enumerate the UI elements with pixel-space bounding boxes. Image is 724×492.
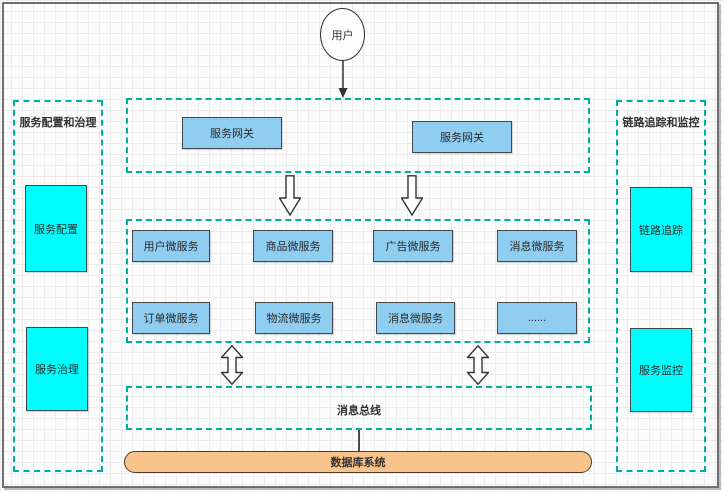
gateway-to-services-arrow-icon bbox=[279, 175, 301, 216]
services-bus-double-arrow-icon bbox=[221, 345, 243, 385]
service-node-label: 消息微服务 bbox=[388, 313, 443, 325]
message-bus-label: 消息总线 bbox=[337, 405, 381, 417]
database-node: 数据库系统 bbox=[124, 451, 592, 473]
service-node-logistics: 物流微服务 bbox=[255, 302, 333, 334]
service-node-label: 订单微服务 bbox=[143, 313, 199, 325]
link-tracing-label: 链路追踪 bbox=[639, 224, 683, 237]
page-border bbox=[2, 2, 719, 488]
service-node-message-2: 消息微服务 bbox=[376, 302, 455, 334]
gateway-section bbox=[126, 98, 590, 173]
message-bus-section: 消息总线 bbox=[126, 386, 592, 430]
service-node-ad: 广告微服务 bbox=[373, 230, 453, 262]
gateway-node-2: 服务网关 bbox=[412, 121, 512, 153]
service-node-product: 商品微服务 bbox=[253, 230, 333, 262]
gateway-node-1: 服务网关 bbox=[182, 117, 282, 149]
gateway-node-1-label: 服务网关 bbox=[210, 128, 254, 140]
service-governance-node: 服务治理 bbox=[26, 327, 88, 411]
service-node-label: 商品微服务 bbox=[265, 241, 321, 253]
user-node: 用户 bbox=[320, 8, 365, 61]
bus-to-database-connector bbox=[358, 430, 360, 451]
service-node-more: ...... bbox=[497, 302, 577, 334]
tracing-monitoring-panel: 链路追踪和监控 bbox=[616, 100, 706, 472]
service-config-node: 服务配置 bbox=[25, 185, 87, 272]
service-node-label: 用户微服务 bbox=[143, 241, 199, 253]
service-node-label: 广告微服务 bbox=[385, 241, 441, 253]
service-node-order: 订单微服务 bbox=[132, 302, 210, 334]
service-config-label: 服务配置 bbox=[34, 223, 78, 236]
service-node-label: 消息微服务 bbox=[509, 241, 565, 253]
service-node-label: ...... bbox=[527, 312, 547, 324]
service-node-user: 用户微服务 bbox=[132, 230, 210, 262]
services-bus-double-arrow-icon bbox=[467, 345, 489, 385]
user-to-gateway-arrow-icon bbox=[338, 61, 348, 98]
config-governance-panel-title: 服务配置和治理 bbox=[19, 117, 97, 129]
service-node-message-1: 消息微服务 bbox=[497, 230, 577, 262]
tracing-monitoring-panel-title: 链路追踪和监控 bbox=[622, 117, 700, 129]
service-node-label: 物流微服务 bbox=[266, 313, 322, 325]
gateway-to-services-arrow-icon bbox=[401, 175, 423, 216]
service-governance-label: 服务治理 bbox=[35, 364, 79, 376]
microservices-section bbox=[126, 219, 590, 343]
database-node-label: 数据库系统 bbox=[330, 457, 386, 469]
service-monitoring-node: 服务监控 bbox=[630, 328, 692, 412]
link-tracing-node: 链路追踪 bbox=[630, 187, 692, 272]
user-node-label: 用户 bbox=[331, 29, 354, 42]
gateway-node-2-label: 服务网关 bbox=[440, 132, 484, 144]
service-monitoring-label: 服务监控 bbox=[639, 365, 683, 377]
config-governance-panel: 服务配置和治理 bbox=[13, 100, 103, 472]
